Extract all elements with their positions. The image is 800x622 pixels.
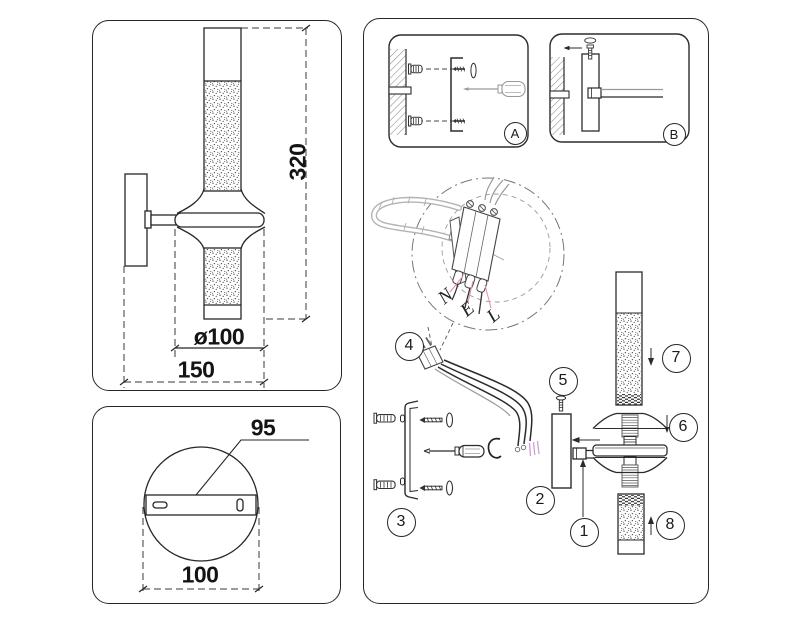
dim-base-label: 100 xyxy=(181,561,219,588)
dim-depth-label: 150 xyxy=(177,356,215,383)
dim-bracket-label: 95 xyxy=(250,414,276,441)
backplate-and-rod xyxy=(551,395,600,517)
side-view-panel: 320 ø100 150 xyxy=(92,20,342,391)
plan-view-panel: 95 100 xyxy=(92,406,341,604)
part-balloon-8: 8 xyxy=(655,510,685,540)
part-balloon-2: 2 xyxy=(525,485,555,515)
part-balloon-7: 7 xyxy=(661,343,691,373)
dim-height-label: 320 xyxy=(284,143,311,181)
upper-tube xyxy=(615,271,655,406)
dim-diameter-label: ø100 xyxy=(193,323,245,350)
centre-body xyxy=(592,412,668,488)
mounting-hardware xyxy=(373,400,485,500)
part-balloon-5: 5 xyxy=(548,366,578,396)
terminal-block-icon xyxy=(449,200,501,293)
detail-a-badge: A xyxy=(503,121,527,145)
detail-b-badge: B xyxy=(662,122,686,146)
screwdriver-icon xyxy=(463,80,526,98)
plan-view-drawing xyxy=(138,439,309,593)
detail-box-a xyxy=(388,34,529,148)
part-balloon-3: 3 xyxy=(386,507,416,537)
detail-box-b xyxy=(549,33,690,143)
part-balloon-6: 6 xyxy=(668,412,698,442)
part-balloon-1: 1 xyxy=(569,517,599,547)
assembly-panel: A B N E L 1 2 3 4 5 6 7 8 xyxy=(363,18,709,604)
wiring-detail xyxy=(371,176,565,331)
screwdriver-icon-2 xyxy=(423,444,485,458)
connector-part xyxy=(413,322,540,459)
lower-tube xyxy=(617,493,655,555)
part-balloon-4: 4 xyxy=(394,331,424,361)
side-view-drawing xyxy=(119,24,311,388)
assembly-drawing xyxy=(371,33,690,555)
